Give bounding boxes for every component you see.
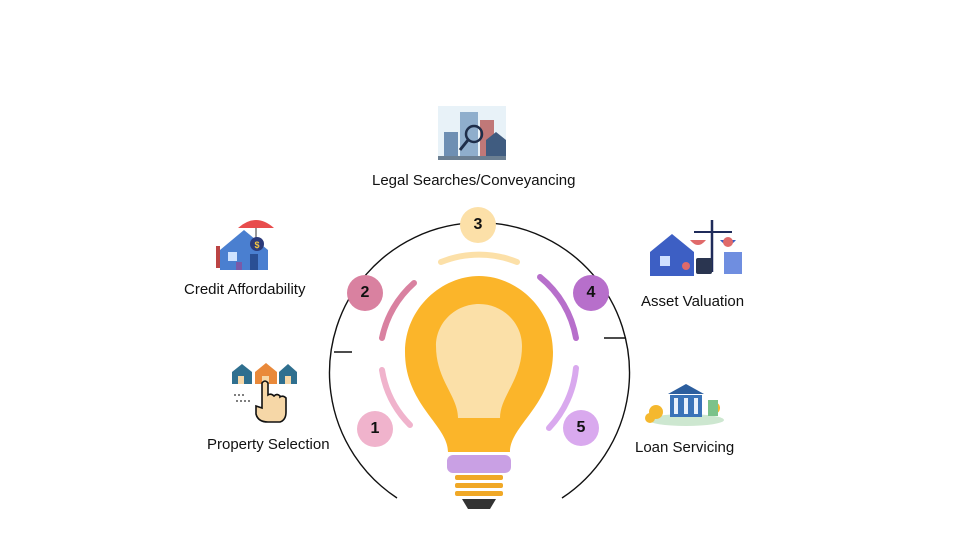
arc-segment-2 bbox=[379, 280, 417, 341]
step-label-4: Asset Valuation bbox=[641, 293, 745, 310]
house-scales-valuation-icon bbox=[650, 220, 742, 276]
step-badge-2: 2 bbox=[347, 275, 383, 311]
arc-segment-4 bbox=[537, 274, 579, 341]
house-money-umbrella-icon: $ bbox=[216, 220, 274, 270]
step-number-2: 2 bbox=[360, 284, 370, 301]
step-badge-4: 4 bbox=[573, 275, 609, 311]
bulb-screw-low bbox=[455, 491, 503, 496]
step-number-5: 5 bbox=[576, 419, 586, 436]
bulb-screw-top bbox=[455, 475, 503, 480]
arc-segment-5 bbox=[546, 365, 579, 431]
step-number-3: 3 bbox=[473, 216, 483, 233]
step-badge-1: 1 bbox=[357, 411, 393, 447]
bulb-collar bbox=[447, 455, 511, 473]
step-badge-3: 3 bbox=[460, 207, 496, 243]
step-label-1: Property Selection bbox=[207, 436, 330, 453]
bank-coins-icon bbox=[645, 384, 724, 426]
finger-pointing-houses-icon bbox=[232, 363, 297, 423]
step-label-2: Credit Affordability bbox=[184, 281, 306, 298]
bulb-screw-mid bbox=[455, 483, 503, 488]
step-badge-5: 5 bbox=[563, 410, 599, 446]
bulb-highlight bbox=[436, 304, 522, 418]
svg-text:$: $ bbox=[254, 240, 259, 250]
step-label-5: Loan Servicing bbox=[635, 439, 735, 456]
step-label-3: Legal Searches/Conveyancing bbox=[372, 172, 576, 189]
arc-segment-1 bbox=[379, 367, 413, 428]
step-number-1: 1 bbox=[370, 420, 380, 437]
light-bulb-icon bbox=[405, 276, 553, 509]
building-magnifier-icon bbox=[438, 106, 506, 160]
arc-segment-3 bbox=[438, 251, 520, 265]
bulb-tip bbox=[462, 499, 496, 509]
step-number-4: 4 bbox=[586, 284, 596, 301]
